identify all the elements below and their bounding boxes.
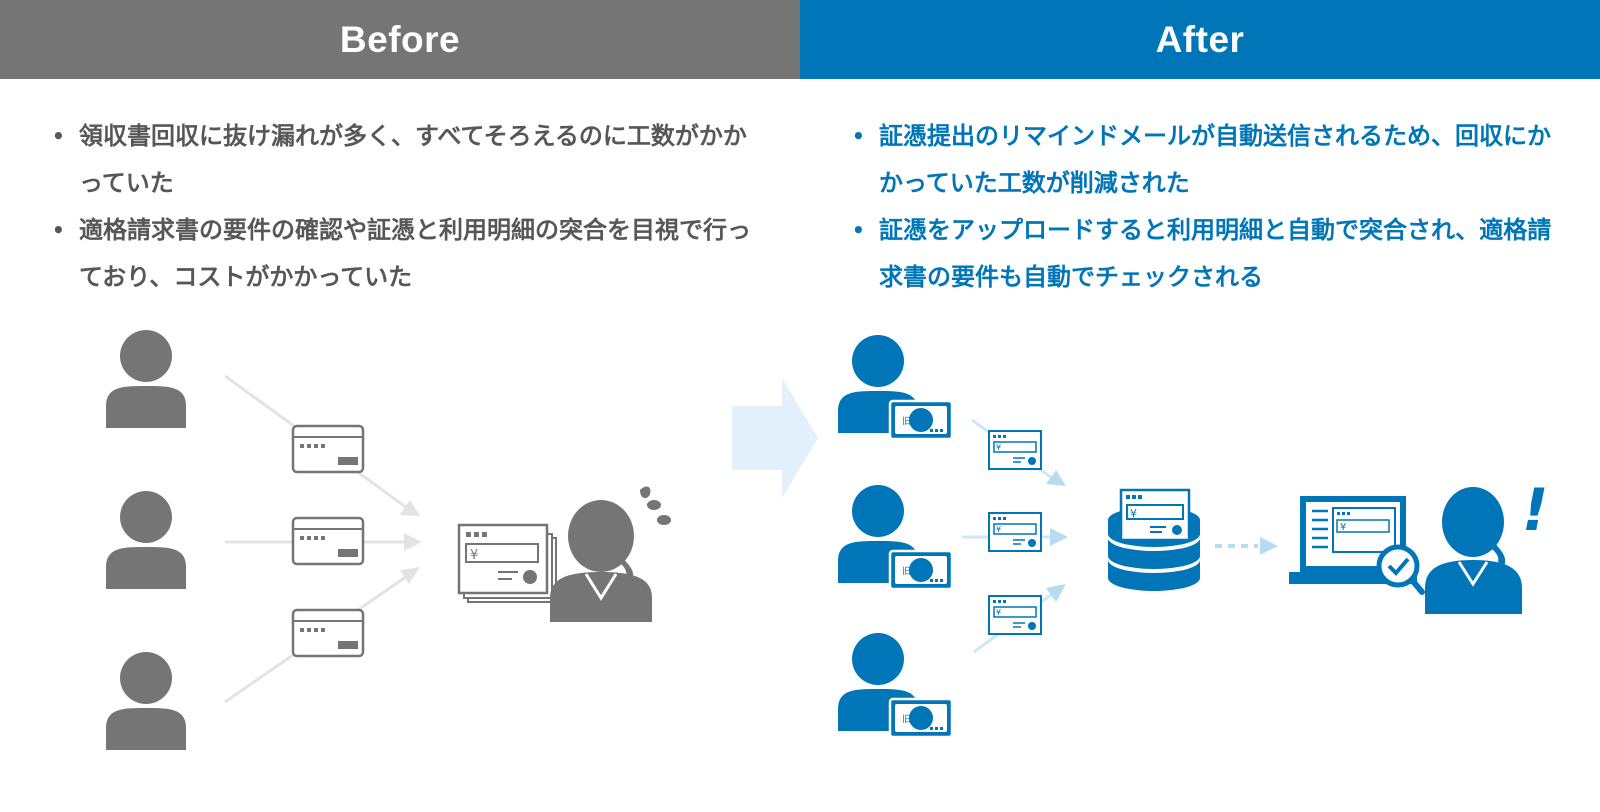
worried-woman-icon [550,486,671,622]
person-with-card-icon [836,483,954,591]
receipt-stack-icon: ¥ [457,523,557,603]
svg-text:¥: ¥ [470,548,478,563]
after-bullet-2: 証憑をアップロードすると利用明細と自動で突合され、適格請求書の要件も自動でチェッ… [852,207,1552,301]
after-title: After [1155,18,1245,60]
credit-card-icon [291,516,365,566]
before-bullet-2: 適格請求書の要件の確認や証憑と利用明細の突合を目視で行っており、コストがかかって… [52,207,764,301]
dashed-arrow [1215,537,1278,555]
svg-text:¥: ¥ [1130,507,1137,520]
person-with-card-icon [836,333,954,441]
receipt-icon [988,595,1042,635]
after-header: After [800,0,1600,79]
svg-text:¥: ¥ [1340,522,1346,533]
receipt-icon [988,430,1042,470]
credit-card-icon [291,424,365,474]
person-with-card-icon [836,631,954,739]
transition-arrow [732,378,818,498]
before-person-1 [106,330,186,428]
before-bullet-list: 領収書回収に抜け漏れが多く、すべてそろえるのに工数がかかっていた 適格請求書の要… [52,113,764,301]
laptop-check-icon: ¥ [1289,496,1425,595]
before-person-2 [106,491,186,589]
credit-card-icon [291,608,365,658]
before-person-3 [106,652,186,750]
before-bullet-1: 領収書回収に抜け漏れが多く、すべてそろえるのに工数がかかっていた [52,113,764,207]
receipt-icon [988,512,1042,552]
database-icon: ¥ [1108,488,1200,591]
before-header: Before [0,0,800,79]
before-title: Before [339,18,461,60]
exclamation-mark: ! [1522,476,1548,544]
after-bullet-list: 証憑提出のリマインドメールが自動送信されるため、回収にかかっていた工数が削減され… [852,113,1552,301]
after-bullet-1: 証憑提出のリマインドメールが自動送信されるため、回収にかかっていた工数が削減され… [852,113,1552,207]
woman-exclamation-icon: ! [1425,476,1548,614]
